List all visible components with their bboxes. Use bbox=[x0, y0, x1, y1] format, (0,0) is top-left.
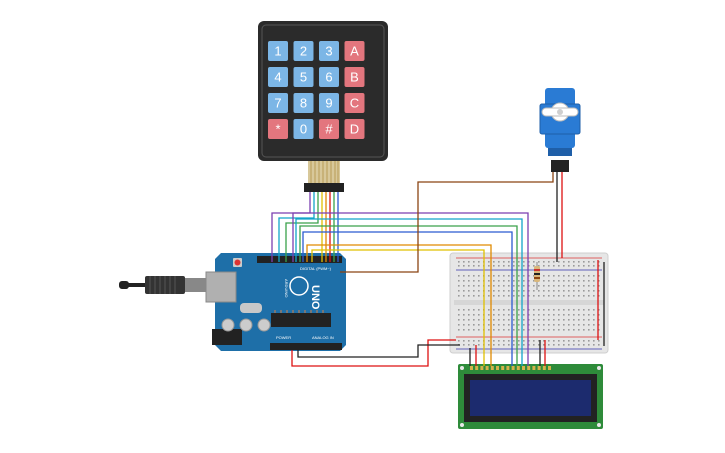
keypad-key-face bbox=[268, 67, 288, 87]
keypad-key-label: # bbox=[325, 122, 333, 137]
wire-brown-servo bbox=[340, 172, 554, 273]
keypad-key-label: 2 bbox=[300, 44, 307, 59]
wire-purple bbox=[271, 192, 311, 262]
keypad-key-label: 9 bbox=[325, 96, 332, 111]
keypad-key-face bbox=[293, 93, 314, 113]
keypad-key-label: A bbox=[350, 44, 359, 59]
keypad-key: 7 bbox=[268, 93, 288, 113]
wire-blue-lcd bbox=[302, 231, 513, 366]
keypad-key-label: 3 bbox=[325, 44, 332, 59]
arduino-analog-label: ANALOG IN bbox=[312, 335, 334, 340]
wire-purple-lcd bbox=[292, 212, 529, 366]
wire-green bbox=[285, 192, 319, 262]
wire-green-lcd bbox=[299, 225, 518, 366]
keypad-key: # bbox=[319, 119, 339, 139]
keypad-key-face bbox=[268, 119, 288, 139]
wire-cyan-lcd bbox=[295, 218, 523, 366]
keypad-key-face bbox=[268, 41, 288, 61]
keypad-key-label: C bbox=[350, 96, 359, 111]
keypad-ribbon-connector bbox=[304, 161, 344, 192]
keypad-key-label: 1 bbox=[274, 44, 281, 59]
keypad-key: 2 bbox=[293, 41, 314, 61]
keypad-key-label: D bbox=[350, 122, 359, 137]
keypad-key: B bbox=[344, 67, 365, 87]
keypad-key-label: 4 bbox=[274, 70, 281, 85]
keypad-key: 8 bbox=[293, 93, 314, 113]
wires bbox=[271, 172, 605, 367]
arduino-brand-label: ARDUINO bbox=[284, 279, 289, 297]
keypad-key: 4 bbox=[268, 67, 288, 87]
keypad-key-face bbox=[344, 41, 365, 61]
keypad-key: * bbox=[268, 119, 288, 139]
arduino-power-label: POWER bbox=[276, 335, 291, 340]
keypad-key-face bbox=[319, 67, 339, 87]
keypad-key: 1 bbox=[268, 41, 288, 61]
keypad-key-face bbox=[268, 93, 288, 113]
keypad-key-label: 5 bbox=[300, 70, 307, 85]
keypad-key: 9 bbox=[319, 93, 339, 113]
keypad-key: C bbox=[344, 93, 365, 113]
lcd-16x2 bbox=[458, 364, 603, 429]
keypad-key: 6 bbox=[319, 67, 339, 87]
keypad-key-face bbox=[293, 119, 314, 139]
keypad-key: 0 bbox=[293, 119, 314, 139]
wire-cyan bbox=[278, 192, 315, 262]
keypad-key: 3 bbox=[319, 41, 339, 61]
usb-cable bbox=[119, 276, 213, 294]
keypad-key-label: 8 bbox=[300, 96, 307, 111]
keypad-key-label: 7 bbox=[274, 96, 281, 111]
wire-red-power bbox=[291, 339, 456, 367]
servo-motor bbox=[539, 88, 581, 172]
arduino-uno-board: UNO ARDUINO DIGITAL (PWM~) POWER ANALOG … bbox=[205, 253, 346, 351]
keypad-4x4: 1 2 3 A 4 5 6 B 7 8 9 C * 0 # D bbox=[258, 21, 388, 192]
breadboard bbox=[449, 252, 609, 354]
keypad-key-face bbox=[344, 119, 365, 139]
keypad-key-face bbox=[293, 67, 314, 87]
keypad-key-face bbox=[344, 93, 365, 113]
arduino-model-label: UNO bbox=[309, 285, 321, 310]
wire-orange-lcd bbox=[306, 244, 492, 366]
keypad-key-label: 6 bbox=[325, 70, 332, 85]
resistor bbox=[534, 262, 540, 290]
keypad-key-face bbox=[344, 67, 365, 87]
keypad-key: 5 bbox=[293, 67, 314, 87]
keypad-key-face bbox=[293, 41, 314, 61]
keypad-key-label: * bbox=[275, 122, 280, 137]
wire-black-gnd bbox=[297, 344, 460, 358]
keypad-key-label: 0 bbox=[300, 122, 307, 137]
arduino-digital-label: DIGITAL (PWM~) bbox=[300, 266, 332, 271]
keypad-key: D bbox=[344, 119, 365, 139]
keypad-key-face bbox=[319, 93, 339, 113]
keypad-key-face bbox=[319, 119, 339, 139]
keypad-key-label: B bbox=[350, 70, 359, 85]
keypad-key: A bbox=[344, 41, 365, 61]
keypad-key-face bbox=[319, 41, 339, 61]
wire-yellow-lcd bbox=[311, 249, 485, 366]
